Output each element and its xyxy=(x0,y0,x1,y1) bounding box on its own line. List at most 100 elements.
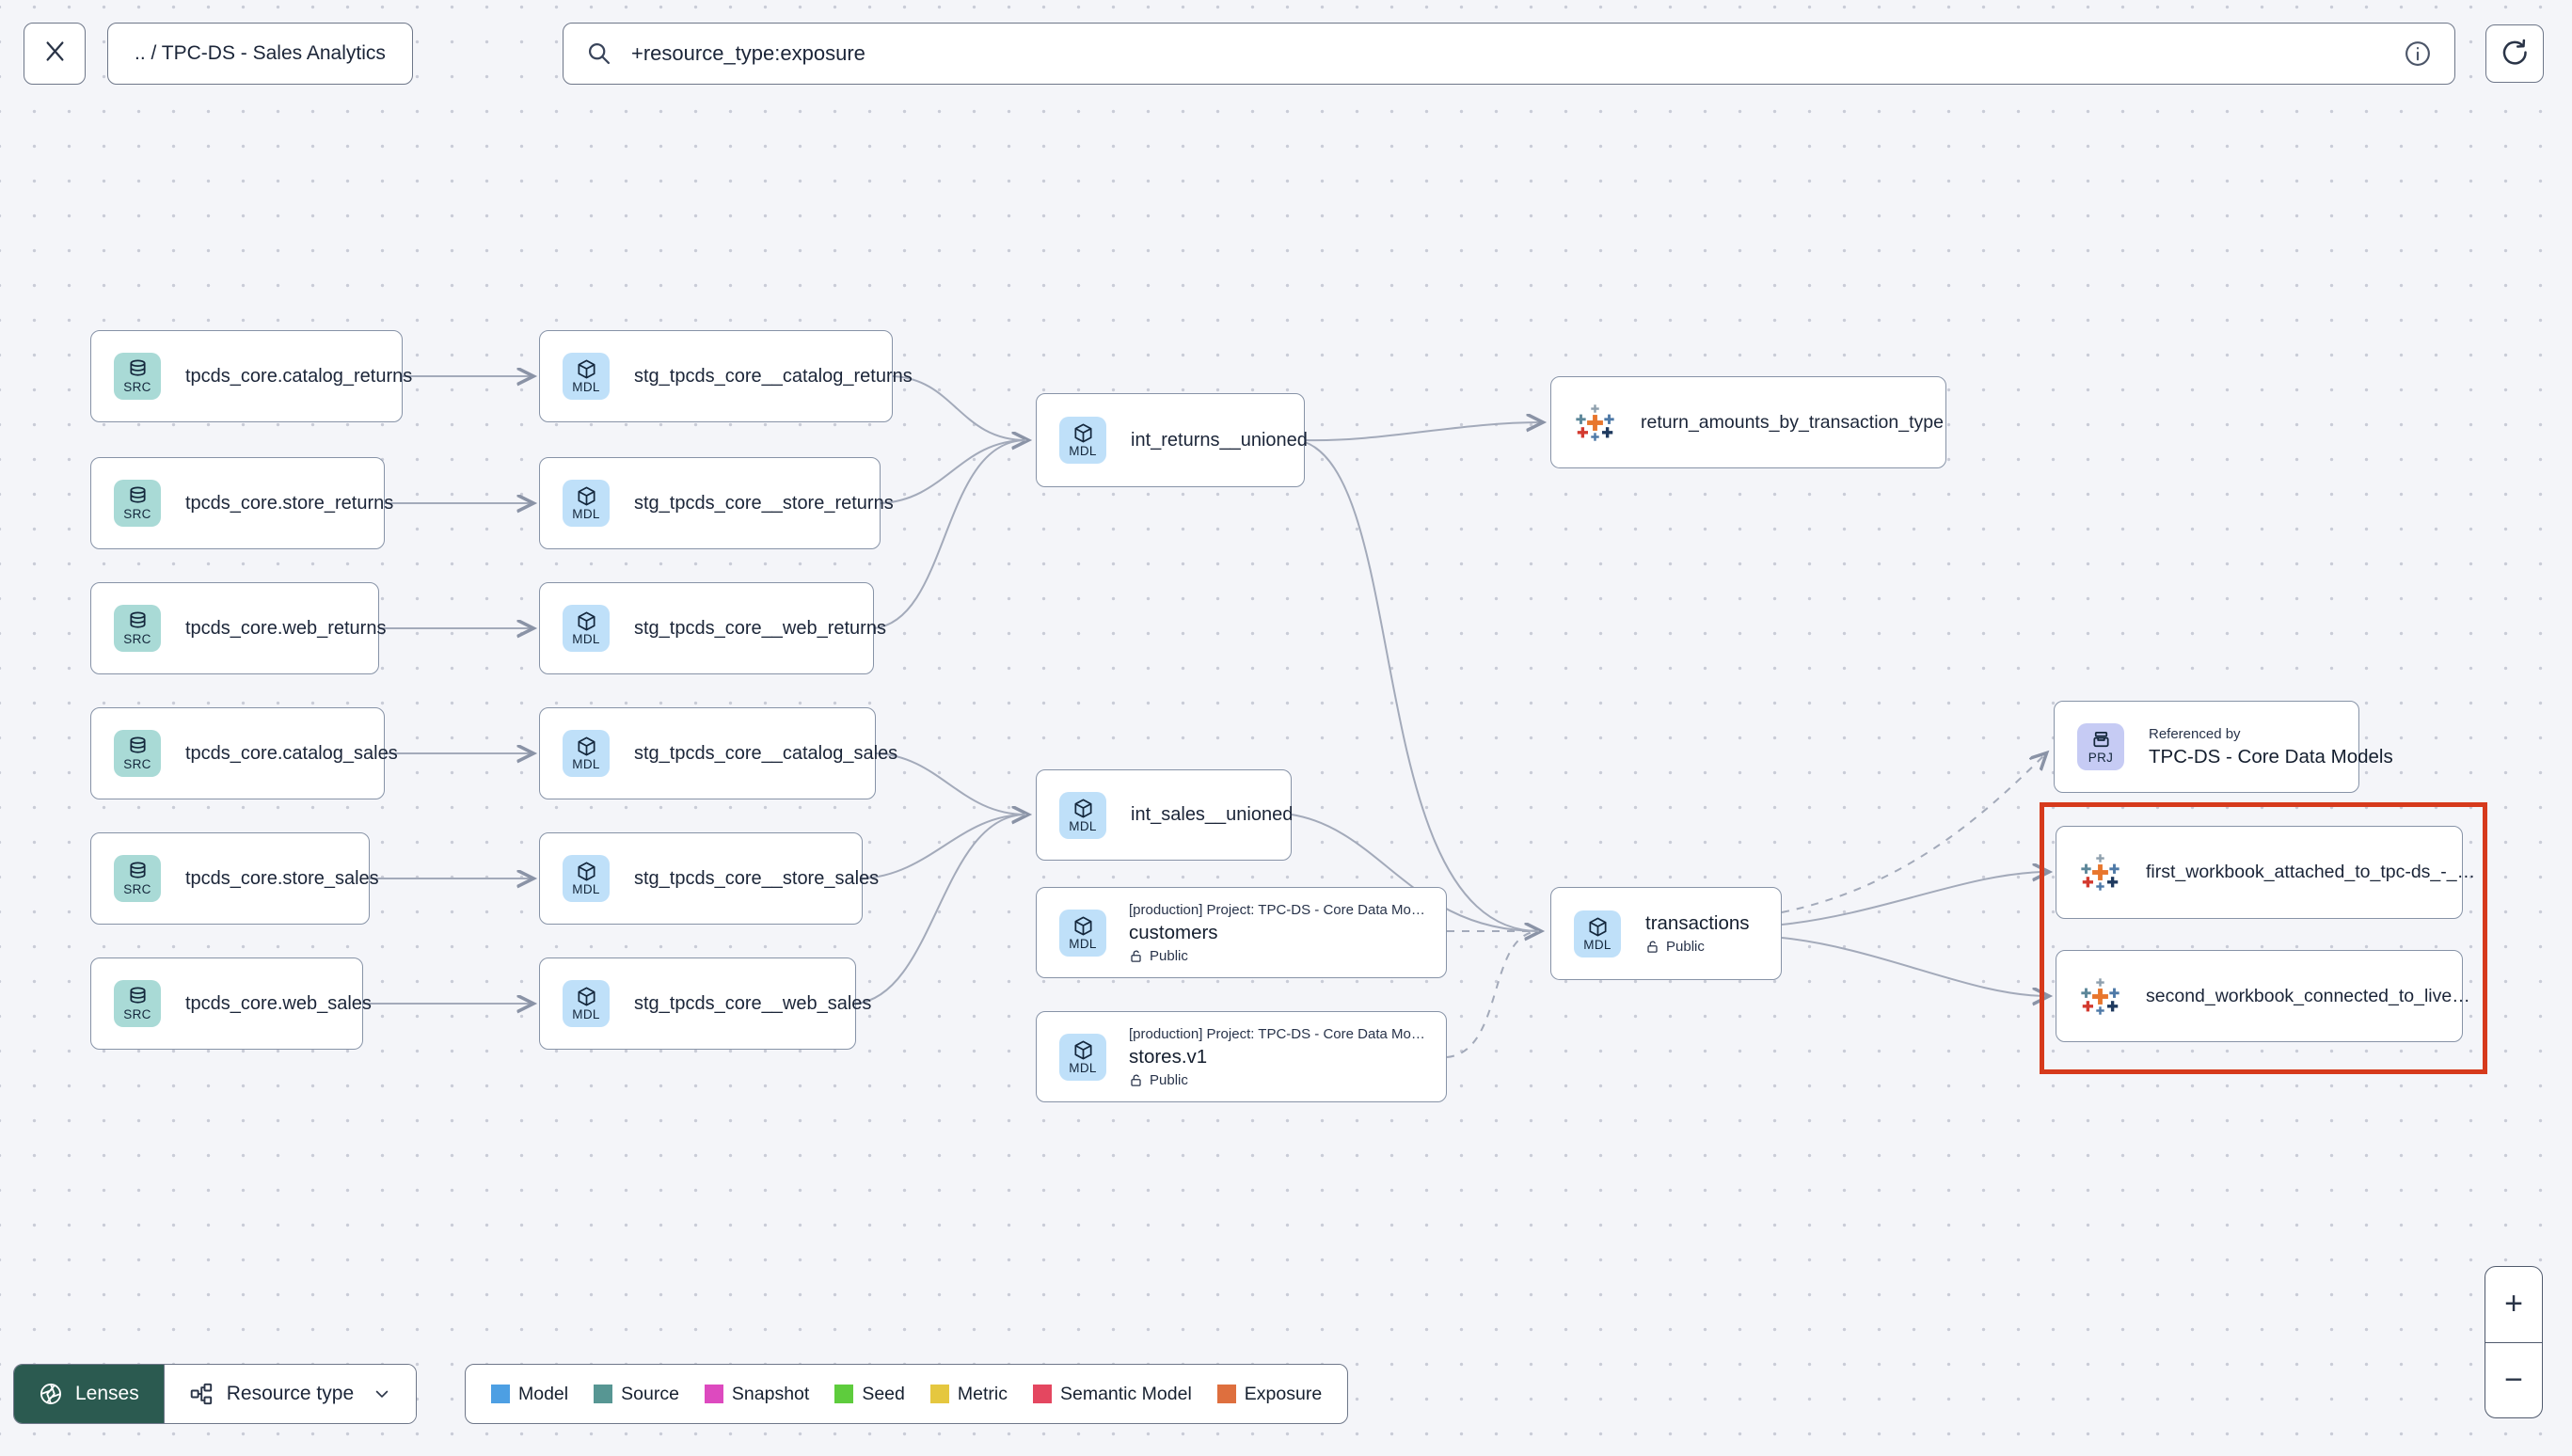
node-label: tpcds_core.store_sales xyxy=(185,867,379,889)
node-label: tpcds_core.catalog_returns xyxy=(185,365,413,387)
refresh-button[interactable] xyxy=(2485,24,2544,83)
node-label: stg_tpcds_core__web_sales xyxy=(634,992,872,1014)
close-button[interactable] xyxy=(24,23,86,85)
source-badge: SRC xyxy=(123,757,151,771)
node-source-store-returns[interactable]: SRC tpcds_core.store_returns xyxy=(90,457,393,549)
model-badge: MDL xyxy=(1583,937,1611,952)
node-model-stg-web-returns[interactable]: MDL stg_tpcds_core__web_returns xyxy=(539,582,886,674)
node-label: stg_tpcds_core__catalog_returns xyxy=(634,365,913,387)
tableau-icon xyxy=(1574,402,1616,444)
source-color-chip xyxy=(594,1385,613,1403)
model-badge: MDL xyxy=(1069,444,1097,458)
node-exposure-first-workbook[interactable]: first_workbook_attached_to_tpc-ds_-_… xyxy=(2056,826,2475,919)
lock-open-icon xyxy=(1645,940,1659,954)
legend-item-model: Model xyxy=(491,1384,568,1405)
legend-label: Exposure xyxy=(1244,1383,1323,1404)
node-source-catalog-returns[interactable]: SRC tpcds_core.catalog_returns xyxy=(90,330,412,422)
model-icon: MDL xyxy=(563,855,610,902)
node-model-stg-catalog-returns[interactable]: MDL stg_tpcds_core__catalog_returns xyxy=(539,330,913,422)
node-model-stg-store-returns[interactable]: MDL stg_tpcds_core__store_returns xyxy=(539,457,894,549)
tableau-icon xyxy=(2079,975,2121,1018)
access-badge: Public xyxy=(1150,947,1188,964)
node-project-label: [production] Project: TPC-DS - Core Data… xyxy=(1129,901,1425,918)
chevron-down-icon xyxy=(373,1385,391,1403)
node-caption: Referenced by xyxy=(2149,725,2241,742)
legend: Model Source Snapshot Seed Metric Semant… xyxy=(465,1364,1349,1424)
breadcrumb[interactable]: .. / TPC-DS - Sales Analytics xyxy=(107,23,413,85)
model-badge: MDL xyxy=(1069,936,1097,951)
search-icon xyxy=(586,40,612,67)
legend-label: Metric xyxy=(957,1383,1008,1404)
model-badge: MDL xyxy=(572,757,600,771)
model-icon: MDL xyxy=(1059,909,1106,957)
source-badge: SRC xyxy=(123,632,151,646)
source-icon: SRC xyxy=(114,480,161,527)
model-color-chip xyxy=(491,1385,510,1403)
node-exposure-second-workbook[interactable]: second_workbook_connected_to_live… xyxy=(2056,950,2470,1042)
node-exposure-return-amounts[interactable]: return_amounts_by_transaction_type xyxy=(1550,376,1946,468)
node-source-catalog-sales[interactable]: SRC tpcds_core.catalog_sales xyxy=(90,707,398,799)
node-model-stg-web-sales[interactable]: MDL stg_tpcds_core__web_sales xyxy=(539,957,871,1050)
model-icon: MDL xyxy=(563,730,610,777)
node-label: return_amounts_by_transaction_type xyxy=(1641,411,1944,433)
zoom-out-button[interactable]: − xyxy=(2504,1361,2523,1398)
node-model-stg-store-sales[interactable]: MDL stg_tpcds_core__store_sales xyxy=(539,832,879,925)
lenses-button[interactable]: Lenses xyxy=(14,1365,164,1423)
legend-label: Source xyxy=(621,1383,679,1404)
model-badge: MDL xyxy=(572,1007,600,1021)
legend-label: Snapshot xyxy=(731,1383,810,1404)
node-label: TPC-DS - Core Data Models xyxy=(2149,745,2393,768)
node-model-stg-catalog-sales[interactable]: MDL stg_tpcds_core__catalog_sales xyxy=(539,707,897,799)
model-badge: MDL xyxy=(1069,818,1097,833)
search-bar[interactable] xyxy=(563,23,2455,85)
model-badge: MDL xyxy=(572,882,600,896)
node-model-int-sales-unioned[interactable]: MDL int_sales__unioned xyxy=(1036,769,1293,861)
node-model-stores-v1[interactable]: MDL [production] Project: TPC-DS - Core … xyxy=(1036,1011,1447,1102)
model-badge: MDL xyxy=(572,380,600,394)
refresh-icon xyxy=(2501,38,2529,71)
model-badge: MDL xyxy=(1069,1060,1097,1075)
breadcrumb-label: .. / TPC-DS - Sales Analytics xyxy=(135,42,386,64)
close-icon xyxy=(42,39,68,69)
source-icon: SRC xyxy=(114,980,161,1027)
search-input[interactable] xyxy=(629,40,2387,67)
exposure-color-chip xyxy=(1216,1385,1236,1403)
resource-type-label: Resource type xyxy=(226,1383,355,1404)
info-icon[interactable] xyxy=(2404,40,2432,68)
node-project-tpcds-core-data-models[interactable]: PRJ Referenced by TPC-DS - Core Data Mod… xyxy=(2054,701,2393,793)
project-icon: PRJ xyxy=(2077,723,2124,770)
source-icon: SRC xyxy=(114,730,161,777)
node-model-customers[interactable]: MDL [production] Project: TPC-DS - Core … xyxy=(1036,887,1447,978)
lenses-label: Lenses xyxy=(75,1383,139,1404)
source-badge: SRC xyxy=(123,380,151,394)
resource-type-dropdown[interactable]: Resource type xyxy=(163,1365,417,1423)
resource-tree-icon xyxy=(189,1382,214,1406)
tableau-icon xyxy=(2079,851,2121,894)
metric-color-chip xyxy=(929,1385,949,1403)
node-label: tpcds_core.catalog_sales xyxy=(185,742,398,764)
node-label: first_workbook_attached_to_tpc-ds_-_… xyxy=(2146,862,2476,882)
node-source-web-returns[interactable]: SRC tpcds_core.web_returns xyxy=(90,582,386,674)
zoom-in-button[interactable]: + xyxy=(2485,1267,2542,1343)
node-label: stg_tpcds_core__catalog_sales xyxy=(634,742,898,764)
model-icon: MDL xyxy=(563,980,610,1027)
legend-item-semantic-model: Semantic Model xyxy=(1032,1384,1192,1405)
legend-label: Seed xyxy=(862,1383,905,1404)
lock-open-icon xyxy=(1129,1073,1143,1087)
node-label: customers xyxy=(1129,921,1218,943)
access-badge: Public xyxy=(1150,1071,1188,1088)
legend-item-snapshot: Snapshot xyxy=(704,1383,810,1405)
model-icon: MDL xyxy=(563,605,610,652)
node-label: stg_tpcds_core__store_returns xyxy=(634,492,894,514)
legend-label: Model xyxy=(518,1383,569,1404)
node-source-web-sales[interactable]: SRC tpcds_core.web_sales xyxy=(90,957,372,1050)
source-badge: SRC xyxy=(123,882,151,896)
model-icon: MDL xyxy=(1059,791,1106,839)
legend-item-seed: Seed xyxy=(834,1384,905,1405)
model-icon: MDL xyxy=(563,353,610,400)
node-model-int-returns-unioned[interactable]: MDL int_returns__unioned xyxy=(1036,393,1308,487)
legend-item-metric: Metric xyxy=(929,1383,1008,1405)
source-icon: SRC xyxy=(114,605,161,652)
node-model-transactions[interactable]: MDL transactions Public xyxy=(1550,887,1782,980)
node-source-store-sales[interactable]: SRC tpcds_core.store_sales xyxy=(90,832,379,925)
